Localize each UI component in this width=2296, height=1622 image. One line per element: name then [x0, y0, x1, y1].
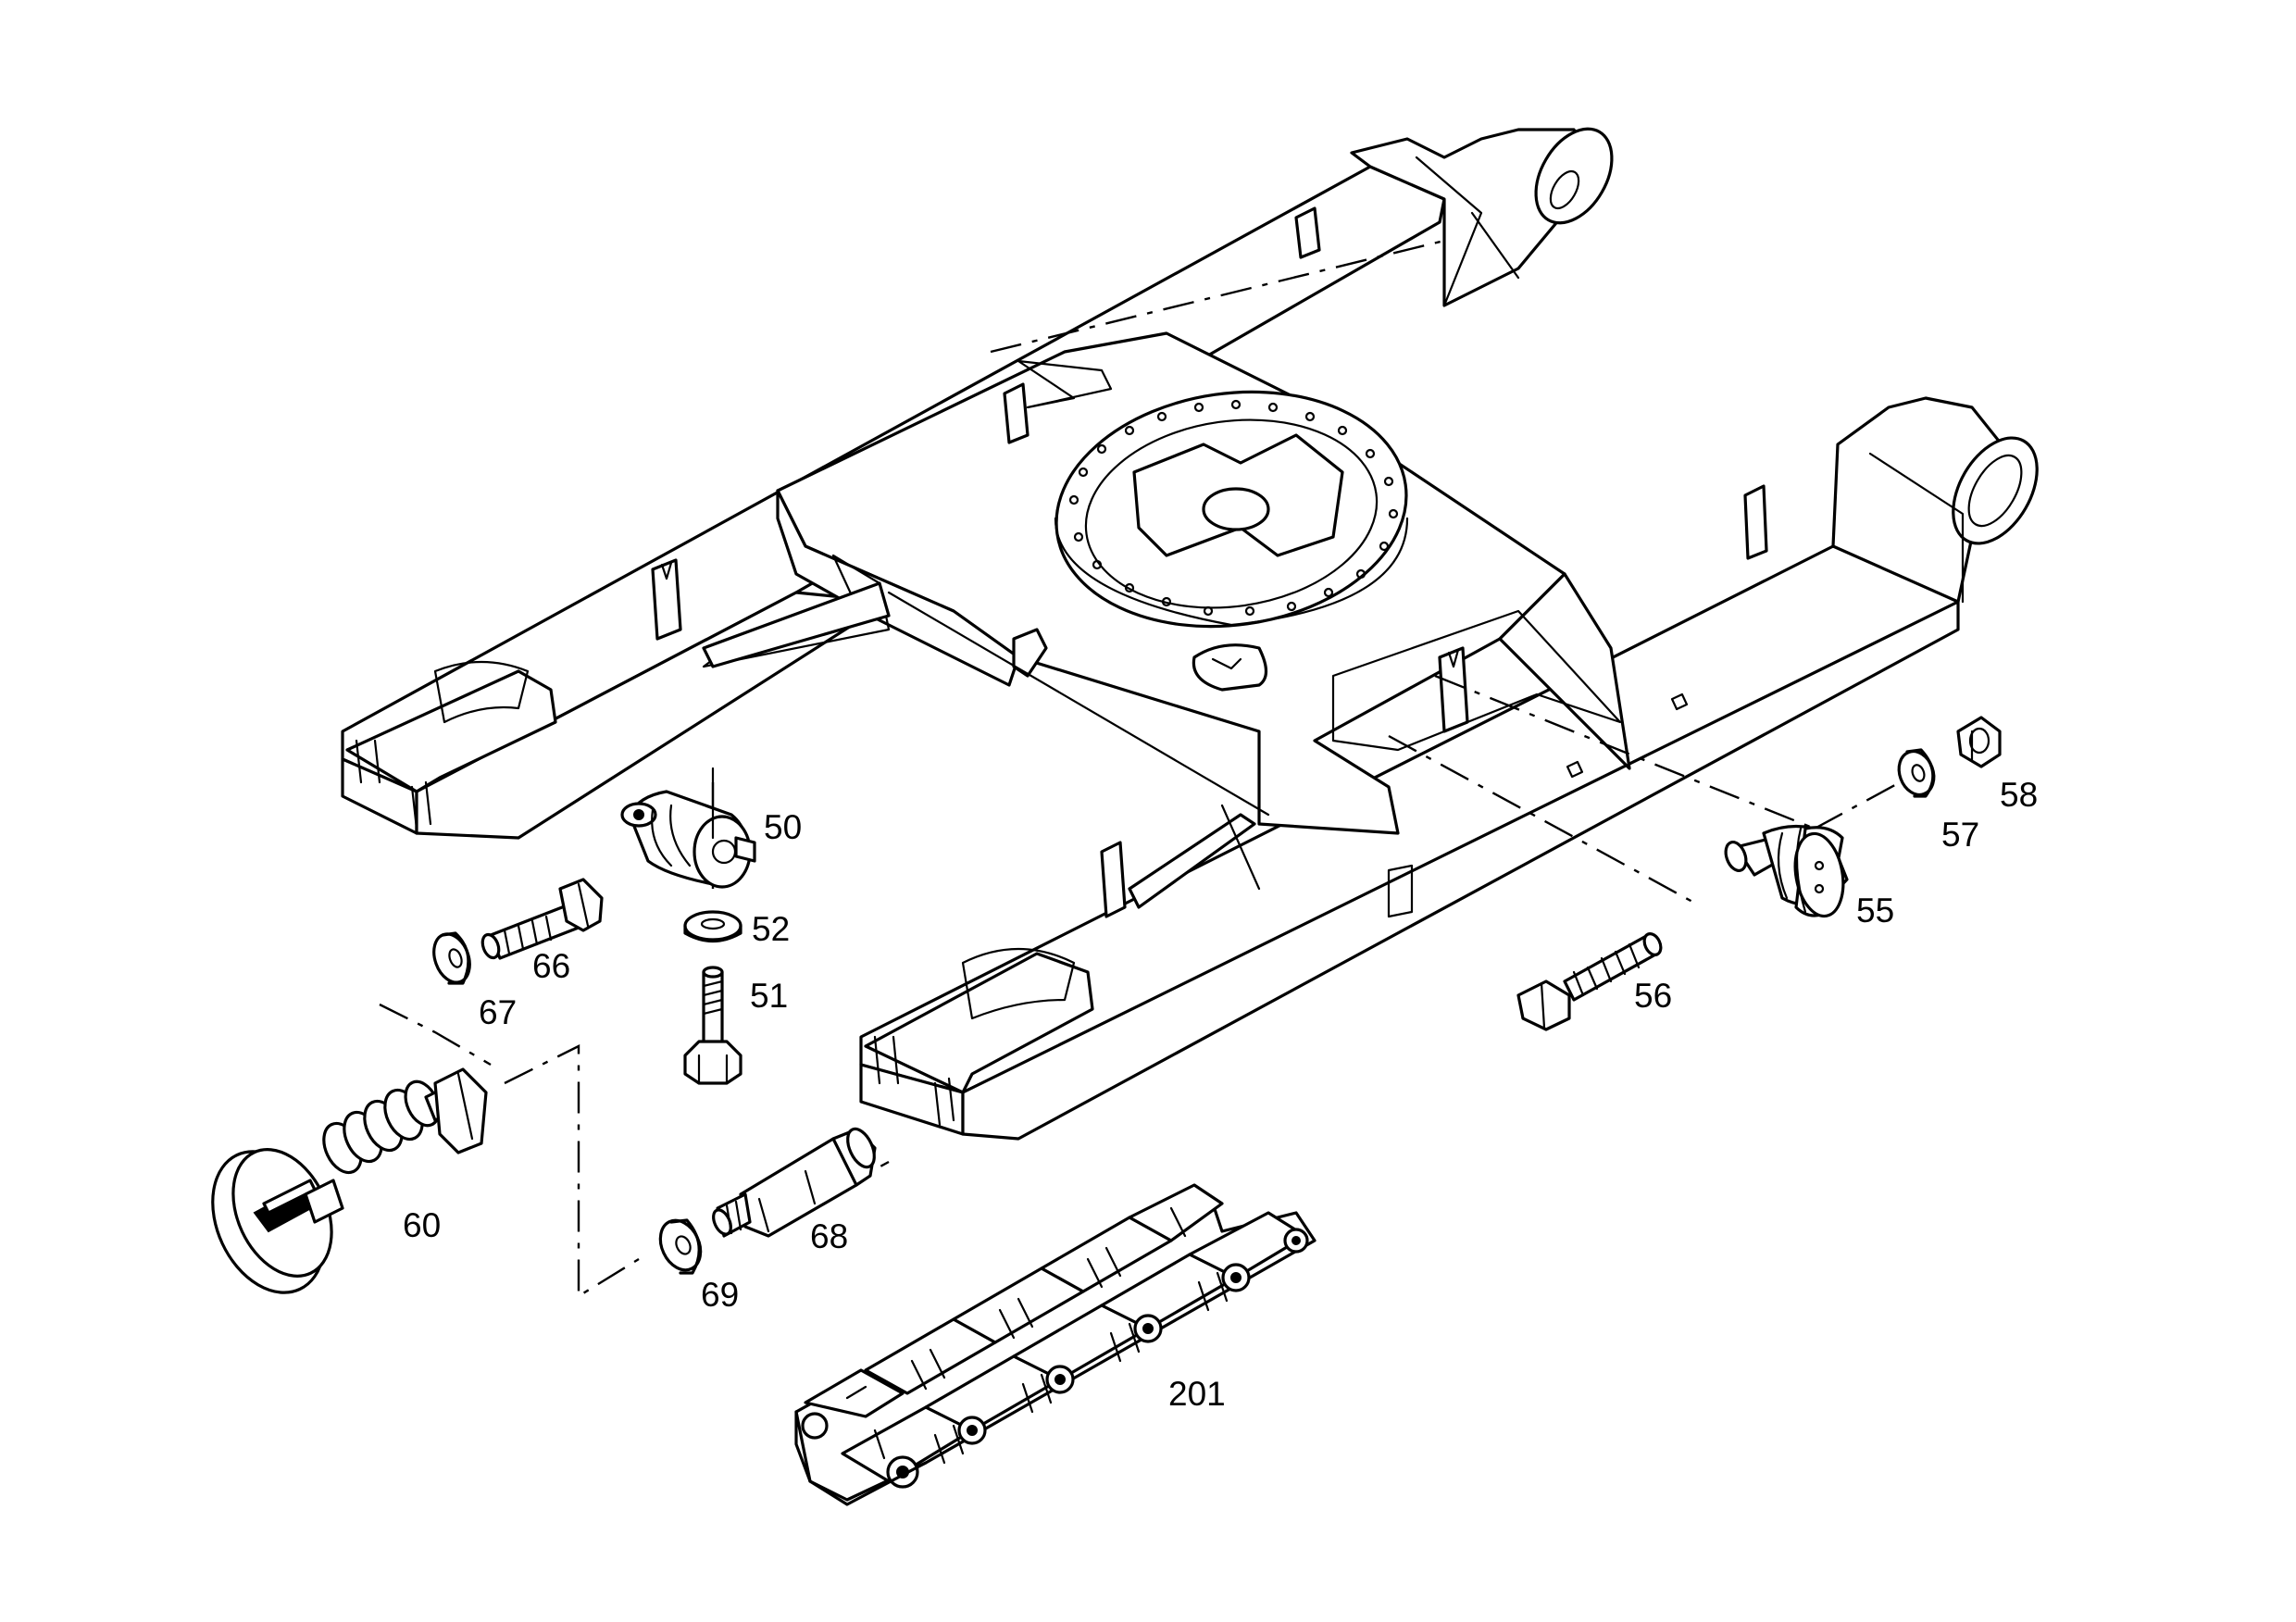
washer-69	[658, 1218, 703, 1275]
chain-upper-links	[804, 1183, 1224, 1418]
callout-56: 56	[1634, 977, 1673, 1015]
callout-66: 66	[532, 947, 571, 985]
recoil-spring	[322, 1079, 441, 1175]
bolt-66	[480, 878, 604, 960]
left-front-slot	[345, 669, 557, 793]
carrier-roller-50	[620, 790, 756, 889]
callout-52: 52	[752, 910, 791, 948]
callout-57: 57	[1941, 816, 1980, 854]
undercarriage-frame	[341, 127, 2039, 1141]
centre-frame-right-side	[1498, 572, 1631, 770]
washer-67	[432, 931, 471, 985]
track-roller-55	[1724, 824, 1849, 918]
tension-cylinder-68	[712, 1127, 877, 1238]
callout-50: 50	[764, 808, 803, 846]
chain-lower-links	[841, 1211, 1307, 1483]
callout-51: 51	[750, 977, 789, 1015]
right-gusset	[1128, 813, 1256, 909]
chain-link-slots	[845, 1206, 1229, 1465]
washer-57	[1897, 748, 1936, 798]
callout-68: 68	[810, 1217, 849, 1255]
left-gusset	[702, 581, 891, 668]
track-chain-201	[794, 1183, 1316, 1506]
callout-60: 60	[403, 1206, 442, 1244]
callout-201: 201	[1168, 1375, 1226, 1413]
bolt-51	[683, 966, 742, 1085]
washer-52	[683, 910, 742, 942]
callout-67: 67	[479, 993, 518, 1031]
right-side-frame-side	[961, 600, 1960, 1141]
callout-58: 58	[2000, 776, 2039, 814]
idler-recoil-assembly-60	[211, 1067, 488, 1294]
callout-55: 55	[1856, 892, 1895, 930]
frame-brackets	[651, 206, 1768, 918]
right-rear-pivot-eye	[1952, 436, 2039, 545]
callout-69: 69	[701, 1276, 740, 1314]
slew-ring-bolt-holes	[1068, 399, 1399, 617]
right-front-slot	[864, 952, 1094, 1094]
nut-58	[1956, 716, 2002, 768]
chain-pins	[801, 1228, 1309, 1489]
bolt-56	[1516, 932, 1663, 1031]
left-rear-pivot-eye	[1534, 127, 1614, 225]
slew-ring-inner	[1084, 418, 1379, 609]
